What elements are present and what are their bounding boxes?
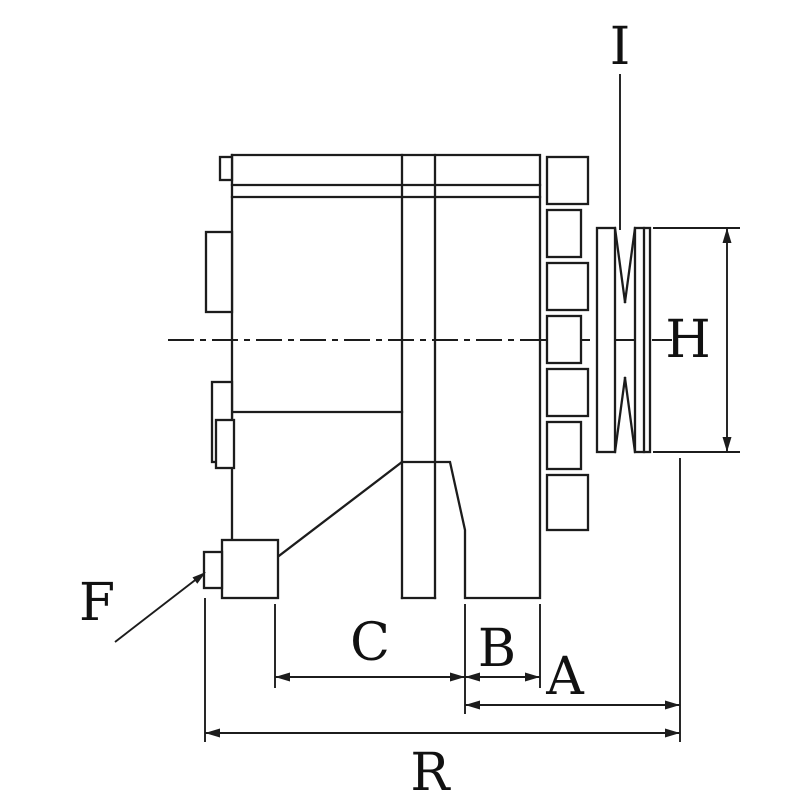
pulley-left-flange [595, 226, 617, 454]
dim-i: I [610, 17, 631, 230]
rear-fins [545, 155, 590, 532]
dim-b-arrow-left [465, 672, 480, 682]
dim-f-arrow [192, 572, 206, 584]
pulley [595, 226, 652, 454]
upper-mounting-lug [204, 230, 234, 314]
dim-label-r: R [410, 743, 451, 800]
dim-a-arrow-right [665, 700, 680, 710]
groove-v-bottom-left [613, 376, 627, 454]
pulley-right-flange [633, 226, 652, 454]
housing-outline [230, 153, 542, 600]
dim-c: C [275, 613, 465, 682]
dim-r: R [205, 728, 680, 800]
dim-label-b: B [478, 619, 516, 679]
fin [545, 473, 590, 532]
dim-label-f: F [79, 573, 115, 633]
dim-label-c: C [350, 613, 390, 673]
fin [545, 367, 590, 418]
dim-h-arrow-top [722, 228, 732, 243]
dim-label-a: A [545, 647, 585, 707]
dim-h: H [653, 227, 740, 453]
groove-v-top-left [613, 226, 627, 304]
adjuster-stub [202, 550, 224, 590]
dim-r-arrow-left [205, 728, 220, 738]
dim-f-leader [114, 573, 204, 643]
fin [545, 314, 583, 365]
dim-a-arrow-left [465, 700, 480, 710]
extension-lines [204, 458, 681, 742]
dim-h-arrow-bottom [722, 437, 732, 452]
dim-r-arrow-right [665, 728, 680, 738]
groove-v-top-right [623, 226, 637, 304]
fin [545, 420, 583, 471]
dim-b: B [465, 619, 540, 682]
dim-b-arrow-right [525, 672, 540, 682]
dim-c-arrow-right [450, 672, 465, 682]
dim-label-h: H [665, 310, 710, 370]
dim-c-arrow-left [275, 672, 290, 682]
fin [545, 155, 590, 206]
left-foot [220, 538, 280, 600]
top-left-notch [218, 155, 234, 182]
dim-label-i: I [610, 17, 631, 77]
fin [545, 208, 583, 259]
lower-lug-detail [214, 418, 236, 470]
dim-f: F [79, 572, 206, 643]
dim-a: A [465, 647, 680, 710]
groove-v-bottom-right [623, 376, 637, 454]
alternator-body [202, 153, 542, 600]
fin [545, 261, 590, 312]
